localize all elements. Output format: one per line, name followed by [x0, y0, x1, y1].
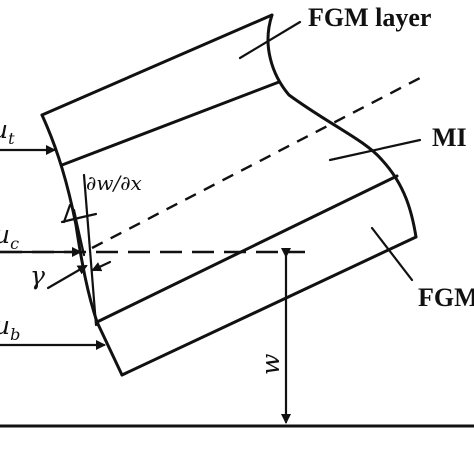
fgm-top-leader — [238, 20, 302, 60]
fgm-top-label: FGM layer — [308, 3, 431, 32]
section-tangent-line — [72, 208, 86, 257]
neutral-axis-inclined — [91, 76, 421, 250]
u-t-label: ut — [0, 115, 15, 148]
fgm-bottom-leader — [370, 226, 414, 282]
gamma-arrow — [46, 264, 88, 290]
slope-pointer — [62, 203, 72, 224]
w-label: w — [256, 354, 285, 375]
beam-top-edge — [40, 13, 274, 117]
beam-bottom-edge — [120, 235, 418, 377]
middle-layer-label: MI — [432, 123, 467, 152]
upper-interface-line — [60, 80, 281, 167]
beam-right-section — [266, 13, 418, 239]
slope-label: ∂w/∂x — [86, 171, 142, 195]
section-normal-line — [82, 173, 98, 327]
beam — [40, 13, 418, 377]
gamma-label: γ — [30, 261, 45, 290]
u-b-label: ub — [0, 311, 20, 344]
fgm-bottom-label: FGM — [418, 283, 474, 312]
gamma-arrow-2 — [91, 260, 112, 272]
lower-interface-line — [95, 174, 399, 324]
u-c-label: uc — [0, 220, 19, 253]
middle-leader — [328, 138, 422, 162]
